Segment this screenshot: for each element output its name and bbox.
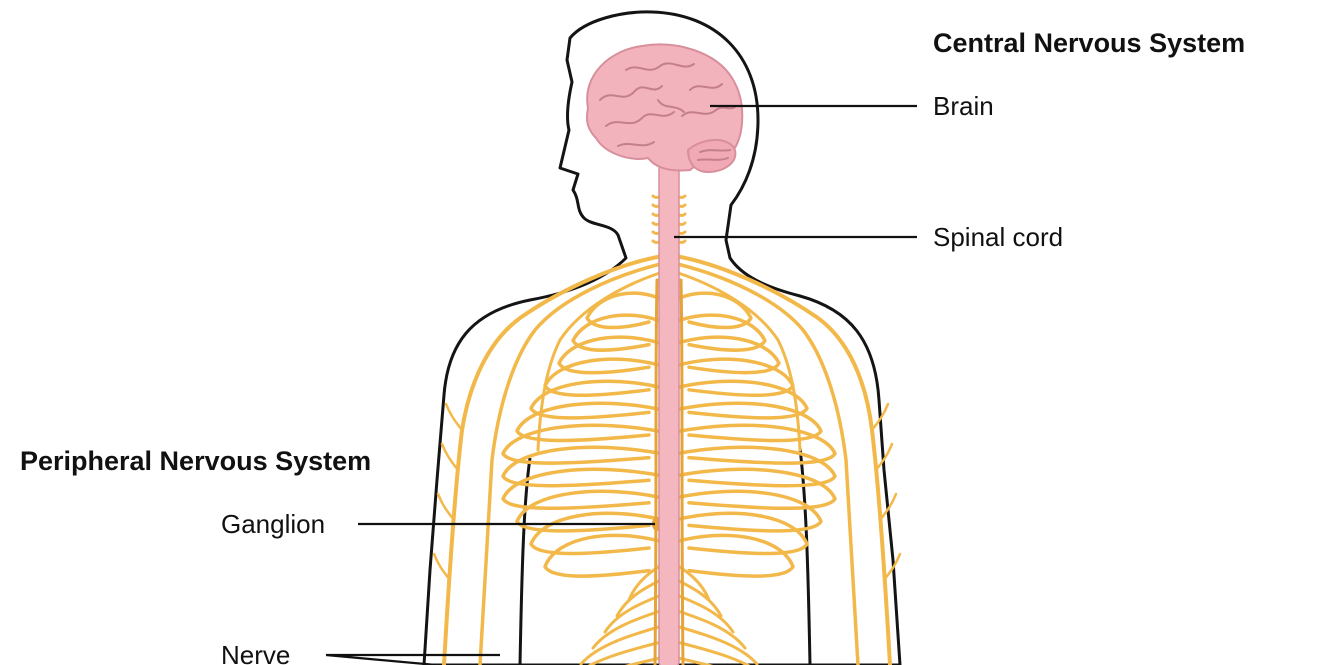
nerve-label: Nerve: [221, 640, 290, 665]
spinal-cord-shape: [659, 160, 679, 665]
spinal-cord: [659, 160, 679, 665]
ganglion-label: Ganglion: [221, 509, 325, 539]
spinal-cord-label: Spinal cord: [933, 222, 1063, 252]
sympathetic-chain-left: [655, 280, 657, 665]
central-nervous-system-heading: Central Nervous System: [933, 28, 1245, 58]
peripheral-nervous-system-heading: Peripheral Nervous System: [20, 446, 371, 476]
sympathetic-chain-right: [681, 280, 683, 665]
brain-label: Brain: [933, 91, 994, 121]
